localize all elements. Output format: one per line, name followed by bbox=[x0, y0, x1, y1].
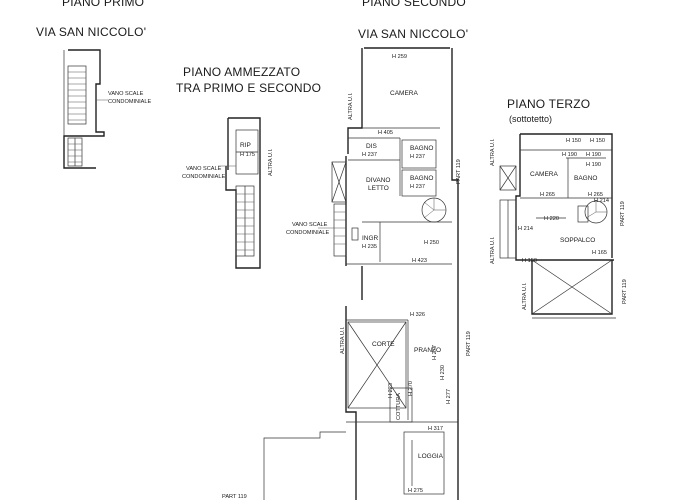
height-h214-a: H 214 bbox=[518, 226, 533, 232]
label-condominiale-ammezzato: CONDOMINIALE bbox=[182, 174, 225, 180]
height-h150-b: H 150 bbox=[590, 138, 605, 144]
plan-piano-primo: VANO SCALE CONDOMINIALE bbox=[63, 49, 151, 169]
label-altra-ui-terzo-low: ALTRA U.I. bbox=[522, 282, 528, 310]
heading-via-left: VIA SAN NICCOLO' bbox=[36, 25, 146, 39]
height-h190-a: H 190 bbox=[562, 152, 577, 158]
heading-ammezzato-2: TRA PRIMO E SECONDO bbox=[176, 81, 321, 95]
height-h220: H 220 bbox=[544, 216, 559, 222]
height-h259: H 259 bbox=[392, 54, 407, 60]
label-soppalco: SOPPALCO bbox=[560, 237, 595, 244]
heading-piano-primo: PIANO PRIMO bbox=[62, 0, 144, 9]
height-h214-b: H 214 bbox=[594, 198, 609, 204]
label-dis: DIS bbox=[366, 143, 378, 150]
height-h317: H 317 bbox=[428, 426, 443, 432]
label-pranzo: PRANZO bbox=[414, 347, 441, 354]
label-vano-scale-secondo: VANO SCALE bbox=[292, 222, 328, 228]
height-h275: H 275 bbox=[408, 488, 423, 494]
label-condominiale-primo: CONDOMINIALE bbox=[108, 99, 151, 105]
plan-piano-terzo: H 150 H 150 H 190 H 190 H 190 CAMERA BAG… bbox=[490, 133, 628, 319]
label-letto: LETTO bbox=[368, 185, 389, 192]
heading-sottotetto: (sottotetto) bbox=[509, 114, 552, 124]
heading-ammezzato-1: PIANO AMMEZZATO bbox=[183, 65, 300, 79]
label-loggia: LOGGIA bbox=[418, 453, 444, 460]
height-h175: H 175 bbox=[240, 152, 255, 158]
label-divano: DIVANO bbox=[366, 177, 390, 184]
height-h265-b: H 265 bbox=[588, 192, 603, 198]
label-ingr: INGR bbox=[362, 235, 379, 242]
height-h237-dis: H 237 bbox=[362, 152, 377, 158]
heading-piano-secondo: PIANO SECONDO bbox=[362, 0, 466, 9]
label-altra-ui-top: ALTRA U.I. bbox=[348, 92, 354, 120]
label-corte: CORTE bbox=[372, 341, 395, 348]
heading-via-right: VIA SAN NICCOLO' bbox=[358, 27, 468, 41]
height-h250: H 250 bbox=[424, 240, 439, 246]
height-h190-b: H 190 bbox=[586, 152, 601, 158]
label-vano-scale-ammezzato: VANO SCALE bbox=[186, 166, 222, 172]
height-h150-c: H 150 bbox=[522, 258, 537, 264]
label-cottura: COTTURA bbox=[396, 393, 402, 420]
label-part119-right: PART 119 bbox=[456, 159, 462, 184]
height-h423: H 423 bbox=[412, 258, 427, 264]
heading-piano-terzo: PIANO TERZO bbox=[507, 97, 590, 111]
label-part119-bottom: PART 119 bbox=[222, 494, 247, 500]
label-rip: RIP bbox=[240, 142, 251, 149]
height-h190-c: H 190 bbox=[586, 162, 601, 168]
label-vano-scale-primo: VANO SCALE bbox=[108, 91, 144, 97]
height-h235: H 235 bbox=[362, 244, 377, 250]
height-h277-a: H 277 bbox=[432, 345, 438, 360]
height-h265-a: H 265 bbox=[540, 192, 555, 198]
label-altra-ui-ammezzato: ALTRA U.I. bbox=[268, 148, 274, 176]
plan-piano-ammezzato: RIP H 175 VANO SCALE CONDOMINIALE ALTRA … bbox=[182, 117, 274, 269]
height-h230: H 230 bbox=[440, 365, 446, 380]
label-bagno-2: BAGNO bbox=[410, 175, 433, 182]
label-altra-ui-mid: ALTRA U.I. bbox=[340, 326, 346, 354]
label-bagno: BAGNO bbox=[410, 145, 433, 152]
height-h150-a: H 150 bbox=[566, 138, 581, 144]
height-h237-bagno2: H 237 bbox=[410, 184, 425, 190]
label-part119-terzo: PART 119 bbox=[620, 201, 626, 226]
label-bagno-terzo: BAGNO bbox=[574, 175, 597, 182]
label-altra-ui-terzo-left: ALTRA U.I. bbox=[490, 236, 496, 264]
height-h277-b: H 277 bbox=[446, 389, 452, 404]
height-h270: H 270 bbox=[408, 381, 414, 396]
label-condominiale-secondo: CONDOMINIALE bbox=[286, 230, 329, 236]
label-camera-terzo: CAMERA bbox=[530, 171, 558, 178]
label-altra-ui-terzo-top: ALTRA U.I. bbox=[490, 138, 496, 166]
label-part119-mid: PART 119 bbox=[466, 331, 472, 356]
height-h326: H 326 bbox=[410, 312, 425, 318]
label-part119-terzo-right: PART 119 bbox=[622, 279, 628, 304]
label-camera: CAMERA bbox=[390, 90, 418, 97]
height-h223: H 223 bbox=[388, 383, 394, 398]
height-h405: H 405 bbox=[378, 130, 393, 136]
plan-piano-secondo: CAMERA H 259 H 405 DIS H 237 BAGNO H 237… bbox=[222, 47, 472, 500]
height-h237-bagno: H 237 bbox=[410, 154, 425, 160]
height-h165: H 165 bbox=[592, 250, 607, 256]
